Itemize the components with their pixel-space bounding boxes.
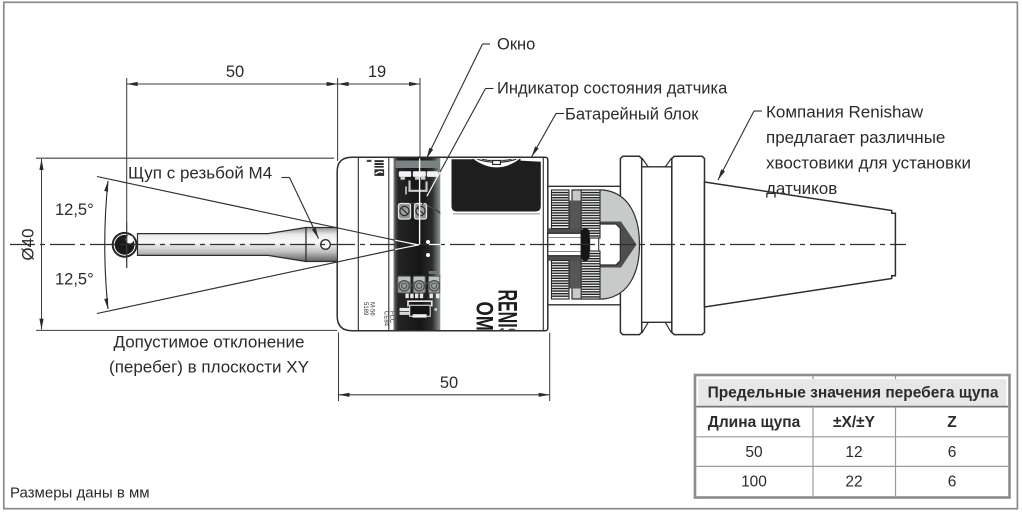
- svg-text:6: 6: [948, 444, 957, 461]
- svg-text:OMP40: OMP40: [471, 302, 498, 364]
- svg-text:Допустимое отклонение: Допустимое отклонение: [113, 333, 304, 352]
- svg-text:RENISHAW: RENISHAW: [493, 290, 523, 376]
- svg-text:M-56: M-56: [369, 302, 375, 316]
- svg-text:Окно: Окно: [497, 36, 535, 54]
- svg-text:12,5°: 12,5°: [55, 271, 94, 289]
- svg-text:Индикатор состояния датчика: Индикатор состояния датчика: [497, 80, 728, 98]
- svg-text:хвостовики для установки: хвостовики для установки: [766, 154, 971, 173]
- svg-text:Компания Renishaw: Компания Renishaw: [766, 103, 924, 122]
- svg-text:50: 50: [745, 444, 763, 461]
- svg-text:22: 22: [845, 474, 862, 491]
- svg-text:Предельные значения перебега щ: Предельные значения перебега щупа: [708, 385, 999, 402]
- svg-text:FCC: FCC: [388, 311, 394, 324]
- svg-text:50: 50: [440, 374, 458, 392]
- svg-text:(перебег) в плоскости XY: (перебег) в плоскости XY: [109, 358, 309, 377]
- svg-text:6: 6: [948, 474, 957, 491]
- svg-text:CE84: CE84: [383, 311, 389, 327]
- svg-text:±X/±Y: ±X/±Y: [833, 414, 876, 431]
- svg-text:12: 12: [845, 444, 862, 461]
- svg-text:Z: Z: [947, 414, 957, 431]
- svg-text:12,5°: 12,5°: [55, 201, 94, 219]
- svg-text:Размеры даны в мм: Размеры даны в мм: [10, 485, 150, 502]
- svg-text:100: 100: [741, 474, 767, 491]
- svg-text:50: 50: [226, 63, 244, 81]
- svg-text:предлагает различные: предлагает различные: [766, 128, 945, 147]
- svg-text:датчиков: датчиков: [766, 179, 837, 198]
- svg-text:19: 19: [368, 63, 386, 81]
- svg-text:Батарейный блок: Батарейный блок: [565, 106, 699, 124]
- svg-text:Щуп с резьбой М4: Щуп с резьбой М4: [128, 164, 272, 183]
- svg-text:5189: 5189: [362, 302, 368, 316]
- svg-text:Длина щупа: Длина щупа: [708, 414, 801, 431]
- svg-text:Ø40: Ø40: [19, 228, 38, 260]
